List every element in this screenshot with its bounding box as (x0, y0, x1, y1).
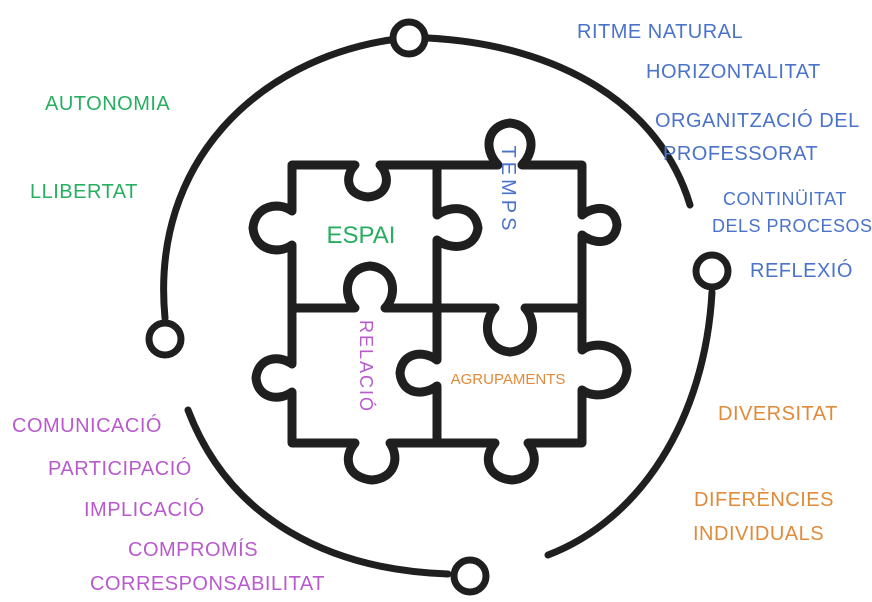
puzzle-outline (248, 118, 632, 485)
space-concepts: AUTONOMIA LLIBERTAT (30, 93, 170, 203)
ring-knobs (145, 18, 732, 596)
concept-continuitat-line1: CONTINÜITAT (723, 189, 847, 209)
concept-diferencies-line2: INDIVIDUALS (693, 523, 824, 545)
puzzle-vertical-seam (395, 160, 483, 448)
groupings-concepts: DIVERSITAT DIFERÈNCIES INDIVIDUALS (693, 403, 838, 545)
puzzle-label-groupings: AGRUPAMENTS (451, 371, 566, 388)
outer-ring (160, 34, 716, 578)
concept-participacio: PARTICIPACIÓ (48, 457, 192, 480)
ring-knob-top (389, 18, 429, 58)
ring-arc-bottom (184, 406, 452, 578)
concept-organitzacio-line2: PROFESSORAT (663, 143, 818, 165)
concept-continuitat-line2: DELS PROCESOS (712, 216, 872, 236)
concept-ritme-natural: RITME NATURAL (577, 21, 743, 43)
concept-reflexio: REFLEXIÓ (750, 259, 853, 282)
ring-arc-left (160, 36, 394, 322)
puzzle-label-space: ESPAI (327, 222, 396, 249)
time-concepts: RITME NATURAL HORIZONTALITAT ORGANITZACI… (577, 21, 872, 282)
ring-arc-top (424, 34, 694, 209)
puzzle-label-time: TEMPS (497, 146, 519, 235)
concept-horizontalitat: HORIZONTALITAT (646, 61, 821, 83)
ring-knob-bottom (450, 556, 490, 596)
relation-concepts: COMUNICACIÓ PARTICIPACIÓ IMPLICACIÓ COMP… (12, 414, 325, 595)
concept-implicacio: IMPLICACIÓ (84, 498, 205, 521)
concept-corresponsabilitat: CORRESPONSABILITAT (90, 573, 325, 595)
concept-llibertat: LLIBERTAT (30, 181, 138, 203)
jigsaw-puzzle (248, 118, 632, 485)
concept-diversitat: DIVERSITAT (718, 403, 838, 425)
concept-organitzacio-line1: ORGANITZACIÓ DEL (655, 109, 860, 132)
ring-knob-left (145, 319, 185, 359)
puzzle-label-relation: RELACIÓ (356, 320, 377, 413)
concept-diferencies-line1: DIFERÈNCIES (694, 488, 834, 511)
concept-compromis: COMPROMÍS (128, 538, 258, 561)
concept-comunicacio: COMUNICACIÓ (12, 414, 162, 437)
ring-knob-right (692, 251, 732, 291)
ring-arc-right (544, 288, 716, 559)
concept-autonomia: AUTONOMIA (45, 93, 170, 115)
